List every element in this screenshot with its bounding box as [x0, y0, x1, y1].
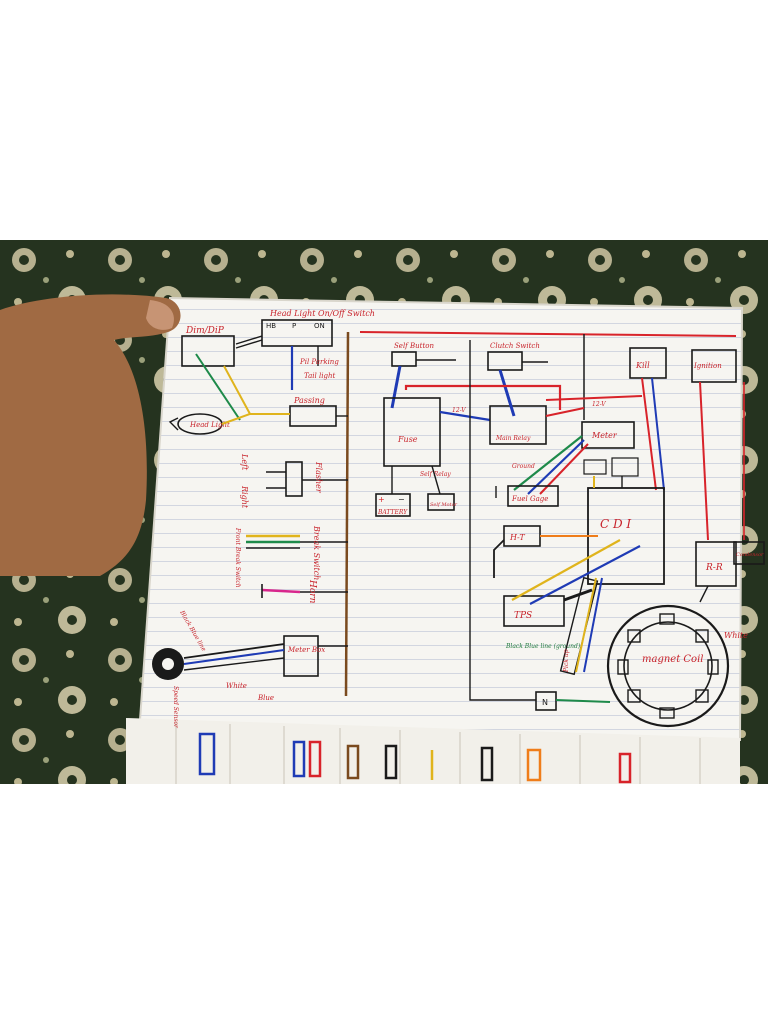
break-switch-label: Break Switch [312, 525, 321, 580]
notebook-photo: Dim/DiP Head Light On/Off Switch HB P ON… [0, 240, 768, 784]
tps-sensor [503, 595, 565, 627]
right-label: Right [240, 485, 249, 509]
magnet-coil [606, 604, 730, 728]
kill-label: Kill [635, 361, 650, 370]
battery [375, 493, 411, 517]
speed-sensor-label: Speed Sensor [172, 686, 179, 729]
fuse-label: Fuse [397, 435, 418, 444]
meter [581, 421, 635, 449]
green-headlight-wire [195, 353, 241, 421]
head-light-label: Head Light [189, 421, 230, 429]
rr-label: R-R [705, 563, 723, 573]
ht-label: H-T [509, 533, 525, 542]
n-label: N [542, 698, 548, 707]
kill-switch [629, 347, 667, 379]
ignition-label: Ignition [693, 362, 722, 370]
black-blue-ground-label: Black Blue line (ground) [505, 643, 581, 650]
fuel-gauge [507, 485, 559, 507]
svg-text:−: − [398, 495, 405, 504]
meter-box-label: Meter Box [287, 646, 325, 654]
horn-wire [261, 588, 301, 594]
fuel-gauge-label: Fuel Gage [511, 495, 548, 503]
magnet-coil-label: magnet Coil [642, 654, 703, 665]
notebook-page [138, 296, 744, 742]
hb-label: HB [266, 322, 276, 330]
svg-text:+: + [378, 495, 385, 504]
main-relay [489, 405, 547, 445]
left-label: Left [240, 453, 249, 471]
meter-label: Meter [591, 431, 618, 440]
front-break-label: Front Break Switch [234, 527, 241, 588]
horn-label: Horn [307, 579, 317, 604]
condenser [733, 541, 765, 565]
margin-wire [344, 331, 350, 697]
clutch-switch-label: Clutch Switch [490, 342, 540, 350]
p-label: P [292, 322, 296, 330]
tps-label: TPS [514, 611, 532, 621]
meter-box [283, 635, 319, 677]
dim-dip-label: Dim/DiP [185, 326, 225, 336]
flasher [285, 461, 303, 497]
self-button-label: Self Button [394, 342, 434, 350]
on-label: ON [314, 322, 325, 330]
pickup-label: Pick up [563, 649, 570, 673]
main-relay-label: Main Relay [495, 435, 531, 442]
headlight-switch-label: Head Light On/Off Switch [269, 309, 375, 318]
ground-label: Ground [512, 463, 535, 470]
passing-label: Passing [293, 396, 325, 405]
blue-label: Blue [257, 694, 274, 702]
clutch-switch [487, 351, 523, 371]
battery-label: BATTERY [377, 509, 408, 516]
v12b-label: 12-V [592, 401, 606, 408]
white-right-label: White [724, 631, 748, 640]
tail-light-label: Tail light [304, 372, 335, 380]
ignition-switch [691, 349, 737, 383]
dim-dip-switch [181, 335, 235, 367]
pil-parking-label: Pil Parking [299, 358, 339, 366]
white-label: White [226, 682, 247, 690]
condenser-label: Condensor [736, 552, 764, 558]
self-motor-label: Self Motor [430, 502, 458, 508]
self-motor [427, 493, 455, 511]
v12-label: 12-V [452, 407, 466, 414]
flasher-label: Flasher [314, 461, 323, 494]
self-button [391, 351, 417, 367]
self-relay-label: Self Relay [420, 471, 451, 478]
top-red-bus [359, 331, 737, 337]
fuse-box [383, 397, 441, 467]
wiring-diagram-photo: Dim/DiP Head Light On/Off Switch HB P ON… [0, 240, 768, 784]
cdi-label: C D I [600, 517, 631, 531]
hand [0, 294, 181, 576]
headlight-switch [261, 319, 333, 347]
